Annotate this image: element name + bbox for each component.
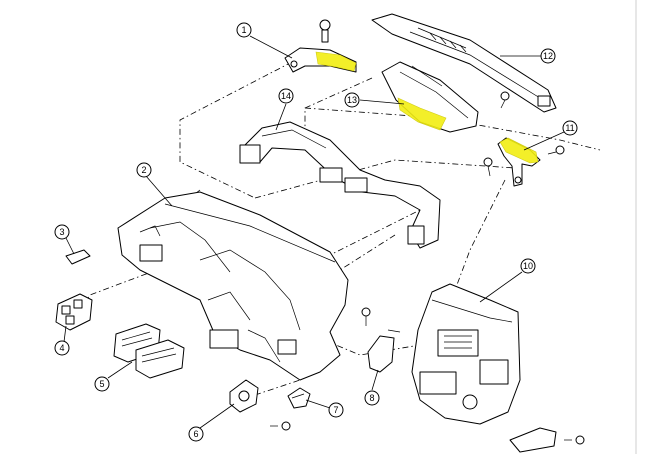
callout-13: 13 <box>344 92 360 108</box>
callout-4-label: 4 <box>59 343 64 353</box>
callout-1: 1 <box>236 22 252 38</box>
part-1-highlight <box>315 51 357 72</box>
callout-8-label: 8 <box>369 393 374 403</box>
part-5-vent-louvers <box>113 323 185 379</box>
callout-11-label: 11 <box>565 123 574 133</box>
leader-lines <box>63 35 565 429</box>
part-12-defroster-panel <box>371 13 557 113</box>
part-13-center-duct <box>381 61 479 133</box>
callout-2-label: 2 <box>141 165 146 175</box>
callout-12-label: 12 <box>543 51 553 61</box>
callout-1-label: 1 <box>241 25 246 35</box>
part-8-bracket <box>361 307 401 373</box>
part-7-small-vent <box>287 387 311 409</box>
callout-3: 3 <box>54 224 70 240</box>
part-1-side-duct-left <box>284 19 357 73</box>
callout-7-label: 7 <box>333 405 338 415</box>
callout-14: 14 <box>278 88 294 104</box>
callout-14-label: 14 <box>281 91 291 101</box>
callout-12: 12 <box>540 48 556 64</box>
callout-6-label: 6 <box>193 429 198 439</box>
callout-7: 7 <box>328 402 344 418</box>
part-11-highlight <box>499 137 539 164</box>
part-11-side-duct-right <box>483 137 565 187</box>
part-2-instrument-panel <box>117 191 349 381</box>
callout-13-label: 13 <box>347 95 357 105</box>
part-6-center-vent <box>229 379 291 431</box>
part-4-switch-cluster <box>55 293 93 331</box>
callout-2: 2 <box>136 162 152 178</box>
callout-4: 4 <box>54 340 70 356</box>
part-10-heater-unit <box>411 283 585 453</box>
callout-3-label: 3 <box>59 227 64 237</box>
callout-5-label: 5 <box>99 379 104 389</box>
part-3-clip <box>65 249 91 265</box>
callout-10: 10 <box>520 258 536 274</box>
callout-11: 11 <box>562 120 578 136</box>
part-13-highlight <box>397 97 447 131</box>
callout-5: 5 <box>94 376 110 392</box>
callout-10-label: 10 <box>523 261 533 271</box>
callout-8: 8 <box>364 390 380 406</box>
part-14-main-vent-duct <box>239 121 441 249</box>
callout-6: 6 <box>188 426 204 442</box>
